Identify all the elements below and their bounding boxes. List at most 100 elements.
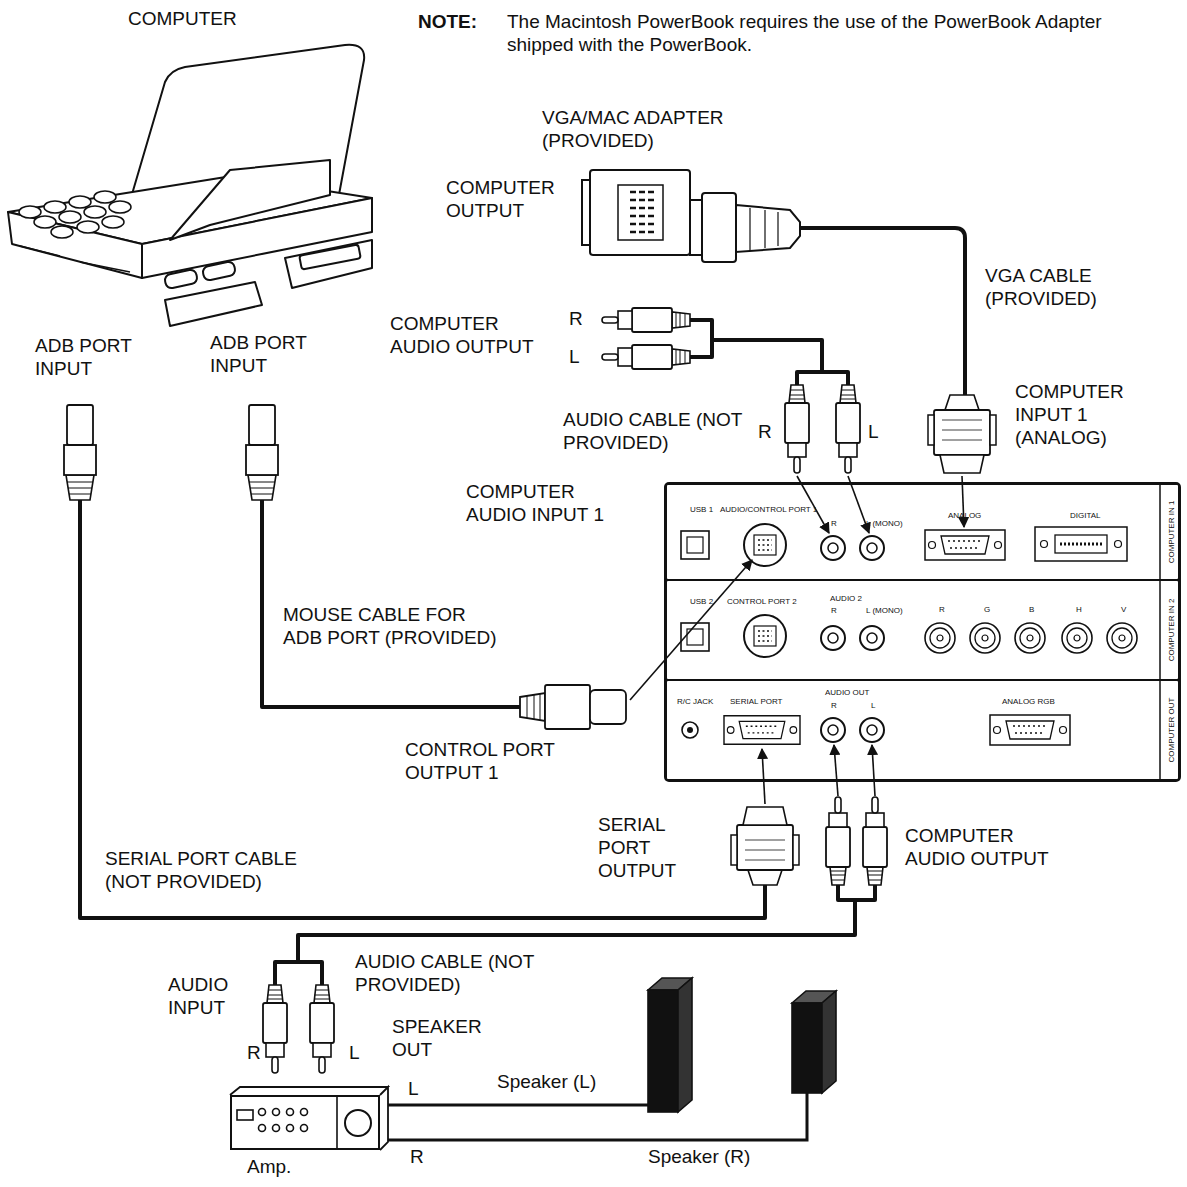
callout-label: COMPUTER INPUT 1 (ANALOG): [1015, 380, 1140, 450]
rca-plug: [602, 308, 690, 332]
speaker-wire: [380, 1093, 807, 1140]
callout-label: CONTROL PORT OUTPUT 1: [405, 738, 583, 784]
amplifier: [230, 1087, 388, 1150]
callout-label: SERIAL PORT OUTPUT: [598, 813, 698, 883]
cable: [80, 228, 965, 985]
laptop-illustration: [8, 45, 372, 326]
keyboard-keys: [109, 201, 131, 213]
dsub-plug: [928, 395, 996, 473]
keyboard-keys: [84, 206, 106, 218]
port-label: L (MONO): [866, 520, 903, 529]
amplifier-box: Amp.: [230, 1095, 380, 1150]
terminal-panel: [860, 718, 884, 742]
terminal-panel: [821, 536, 845, 560]
control-plug: [527, 694, 540, 720]
vga-mac-adapter: [702, 193, 736, 262]
connection-arrow: [834, 745, 838, 796]
amplifier: [259, 1125, 266, 1132]
terminal-row: USB 1 AUDIO/CONTROL PORT 1 R L (MONO) ANALOG…: [665, 483, 1180, 581]
terminal-panel: [821, 718, 845, 742]
vga-mac-adapter: [630, 192, 655, 232]
terminal-panel: [665, 483, 1180, 781]
terminal-panel: [970, 623, 1000, 653]
port-label: H: [1076, 606, 1082, 615]
keyboard-keys: [77, 221, 99, 233]
rca-plug: [602, 345, 690, 369]
connection-arrow: [630, 476, 964, 804]
port-label: COMPUTER IN 2: [1168, 599, 1177, 662]
channel-letter: R: [758, 420, 772, 443]
laptop-illustration: [202, 261, 236, 281]
speaker: [678, 978, 692, 1112]
terminal-panel: [682, 722, 698, 738]
port-label: R: [831, 520, 837, 529]
port-label: ANALOG: [948, 512, 981, 521]
terminal-panel: [681, 531, 709, 559]
port-label: ANALOG RGB: [1002, 698, 1055, 707]
note-text: NOTE:: [418, 10, 477, 33]
port-label: AUDIO OUT: [825, 689, 869, 698]
terminal-panel: [860, 626, 884, 650]
port-label: CONTROL PORT 2: [727, 598, 797, 607]
callout-label: Speaker (L): [497, 1070, 596, 1093]
terminal-row: R/C JACKSERIAL PORTAUDIO OUTRLANALOG RGB…: [665, 679, 1180, 781]
callout-label: COMPUTER OUTPUT: [446, 176, 571, 222]
port-label: R: [831, 607, 837, 616]
port-label: B: [1029, 606, 1034, 615]
terminal-row: USB 2CONTROL PORT 2AUDIO 2RL (MONO)RGBHV…: [665, 579, 1180, 681]
channel-letter: L: [408, 1077, 419, 1100]
terminal-panel: [860, 536, 884, 560]
vga-mac-adapter: [582, 170, 800, 262]
channel-letter: L: [868, 420, 879, 443]
laptop-illustration: [170, 160, 330, 240]
speaker: [648, 990, 678, 1112]
amp-label: Amp.: [247, 1157, 291, 1178]
keyboard-keys: [19, 191, 131, 238]
cable: [800, 228, 965, 395]
computer-heading: COMPUTER: [128, 9, 237, 30]
rca-plug: [310, 985, 334, 1073]
cable: [80, 500, 765, 918]
callout-label: AUDIO CABLE (NOT PROVIDED): [563, 408, 743, 454]
terminal-panel: [744, 615, 786, 657]
amplifier: [259, 1109, 266, 1116]
amplifier: [237, 1110, 253, 1120]
port-label: AUDIO/CONTROL PORT 1: [720, 506, 817, 515]
laptop-illustration: [164, 269, 198, 289]
port-label: USB 2: [690, 598, 713, 607]
terminal-panel: [1107, 623, 1137, 653]
laptop-illustration: [299, 244, 361, 269]
port-label: DIGITAL: [1070, 512, 1101, 521]
cable: [262, 500, 520, 707]
terminal-panel: [1035, 527, 1127, 561]
amplifier: [273, 1109, 280, 1116]
computer-node: COMPUTER: [0, 0, 385, 340]
port-label: L: [871, 702, 875, 711]
callout-label: COMPUTER AUDIO OUTPUT: [390, 312, 560, 358]
rca-plug: [836, 385, 860, 473]
adb-plug: [246, 405, 278, 500]
rca-plug: [263, 985, 287, 1073]
port-label: R: [831, 702, 837, 711]
keyboard-keys: [94, 191, 116, 203]
port-label: COMPUTER IN 1: [1168, 501, 1177, 564]
channel-letter: L: [569, 345, 580, 368]
callout-label: SPEAKER OUT: [392, 1015, 494, 1061]
port-label: V: [1121, 606, 1126, 615]
callout-label: COMPUTER AUDIO INPUT 1: [466, 480, 638, 526]
terminal-panel: [821, 626, 845, 650]
control-plug: [520, 685, 626, 729]
terminal-panel: [1159, 483, 1161, 781]
control-plug: [590, 690, 626, 724]
port-label: USB 1: [690, 506, 713, 515]
speaker-wire: [380, 1093, 807, 1140]
terminal-panel: [1055, 535, 1107, 553]
channel-letter: R: [247, 1041, 261, 1064]
terminal-panel: [687, 727, 693, 733]
cable: [690, 320, 848, 385]
rca-plug: [785, 385, 809, 473]
port-label: L (MONO): [866, 607, 903, 616]
adb-plug: [64, 405, 96, 500]
callout-label: ADB PORT INPUT: [210, 331, 330, 377]
port-label: R/C JACK: [677, 698, 713, 707]
